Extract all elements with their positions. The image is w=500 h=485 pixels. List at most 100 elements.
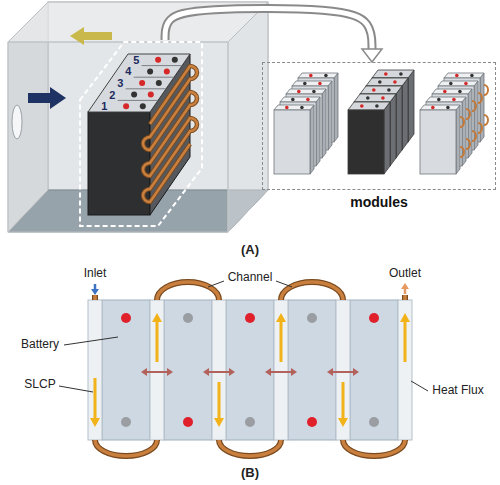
pipe-bend [95,440,157,456]
pipe-bend [219,440,281,456]
cell-side [310,105,314,174]
part-label: Channel [228,271,273,284]
cell-number: 4 [125,66,131,77]
dashed-outline [80,42,202,226]
battery-cell [288,300,336,440]
cell-top [286,89,326,94]
pipe-bend [157,282,219,300]
terminal [140,103,146,109]
front-edge [8,42,228,232]
terminal [318,82,322,86]
pipe-bend [219,440,281,456]
cooling-plate [398,300,412,440]
transfer-arrow [165,8,382,62]
battery-cell [102,300,150,440]
cell-divider [118,100,158,101]
terminal [172,57,178,63]
module-highlight-box: 12345 [78,40,206,228]
terminal [443,90,447,94]
terminal [360,104,364,108]
leader-line [276,281,292,287]
flow-arrow [94,378,97,418]
cell-number: 1 [101,101,107,112]
cooling-plate [88,300,102,440]
cell-top [438,81,478,86]
pipe-bend [157,282,219,300]
outlet-arrow [401,283,409,289]
cell-side [334,73,338,142]
port-label: Inlet [84,267,107,280]
pipe-segment [93,295,97,300]
terminal-dot [121,313,131,323]
terminal [156,80,162,86]
terminal [455,74,459,78]
cell-top [426,97,466,102]
terminal [148,92,154,98]
terminal [147,68,153,74]
air-opening [12,105,22,139]
terminal [297,90,301,94]
battery-module [274,73,338,174]
flow-arrow [152,313,162,322]
cooling-tube [143,66,197,202]
heat-flux-arrow [333,371,353,373]
part-label: Battery [21,338,59,351]
channel-pipe [95,282,405,456]
cell-top [280,97,320,102]
cell-front [274,110,310,174]
pipe-bend [95,440,157,456]
cell-top [372,70,414,78]
terminal [164,68,170,74]
terminal [366,96,370,100]
cell-top [348,102,390,110]
terminal [384,72,388,76]
inlet-arrow [94,284,97,289]
module-gallery [274,70,488,174]
heat-flux-arrow [229,368,235,376]
cooling-tube [466,109,470,119]
cell-top [298,73,338,78]
arrow-head [362,49,382,62]
terminal [300,106,304,110]
cooling-tube [478,123,482,133]
cell-divider [126,88,166,89]
terminal-dot [369,313,379,323]
cooling-plate-schematic [59,281,428,456]
terminal [393,80,397,84]
flow-arrow [214,418,224,427]
terminal [470,74,474,78]
cell-divider [142,65,182,66]
part-label: Heat Flux [432,384,483,397]
cell-top [292,81,332,86]
heat-flux-arrow [327,368,333,376]
leader-line [64,337,118,345]
pipe-segment [402,295,408,300]
cell-top [360,86,402,94]
pipe-segment [92,295,98,300]
battery-module [88,54,197,215]
terminal [452,98,456,102]
pipe-bend [281,282,343,300]
terminal-dot [183,313,193,323]
terminal-dot [369,417,379,427]
battery-module [348,70,414,174]
inflow-arrow [28,87,66,109]
terminal-dot [245,417,255,427]
cell-side [402,78,408,150]
cooling-plate [336,300,350,440]
heat-flux-arrow [265,368,271,376]
terminal [446,106,450,110]
part-label: SLCP [24,378,55,391]
leader-line [59,386,93,392]
battery-cell [350,300,398,440]
terminal [139,80,145,86]
terminal [309,74,313,78]
flow-arrow [280,322,283,362]
cooling-tube [466,139,470,149]
flow-arrow [338,418,348,427]
terminal [155,57,161,63]
highlight-outline [78,40,206,228]
terminal [131,92,137,98]
terminal [312,90,316,94]
battery-cell [164,300,212,440]
